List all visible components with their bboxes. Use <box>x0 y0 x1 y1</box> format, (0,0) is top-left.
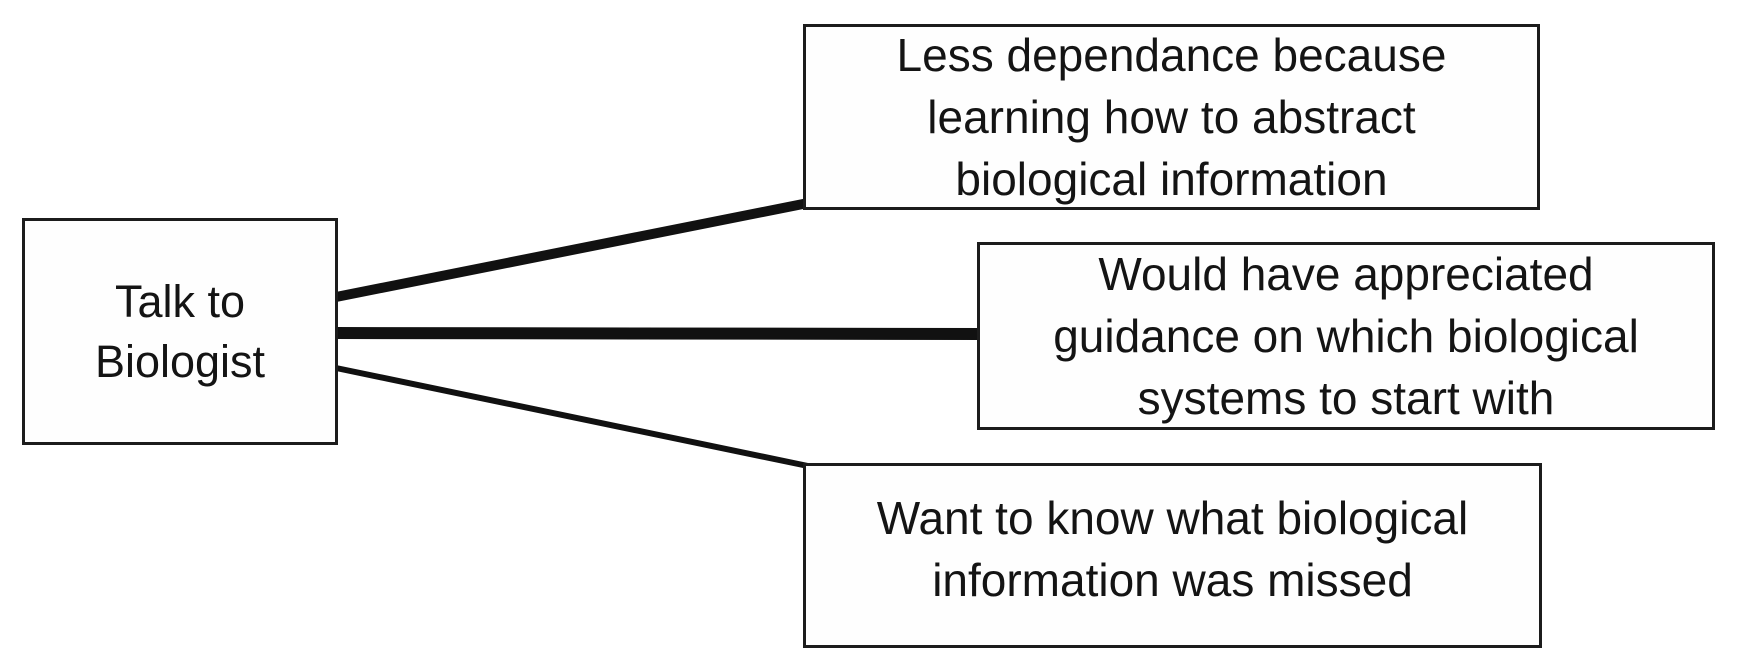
node-text-line: Want to know what biological <box>876 491 1469 544</box>
node-missed-information: Want to know what biological information… <box>803 463 1542 648</box>
edge-talk-to-guidance <box>335 327 983 340</box>
edge-talk-to-less-dependance <box>335 198 809 302</box>
node-less-dependance: Less dependance because learning how to … <box>803 24 1540 210</box>
node-text-line: Would have appreciated <box>1098 248 1594 300</box>
node-text-line: Less dependance because <box>896 29 1447 81</box>
node-talk-to-biologist: Talk to Biologist <box>22 218 338 445</box>
node-text-line: biological information <box>955 153 1388 205</box>
node-text-line: systems to start with <box>1137 372 1555 424</box>
node-text-line: guidance on which biological <box>1053 310 1639 362</box>
node-text-line: Biologist <box>94 335 266 387</box>
node-text-line: learning how to abstract <box>927 91 1416 143</box>
node-text-line: information was missed <box>932 553 1413 606</box>
node-text-line: Talk to <box>114 275 246 327</box>
node-guidance: Would have appreciated guidance on which… <box>977 242 1715 430</box>
edge-talk-to-missed <box>335 365 809 469</box>
